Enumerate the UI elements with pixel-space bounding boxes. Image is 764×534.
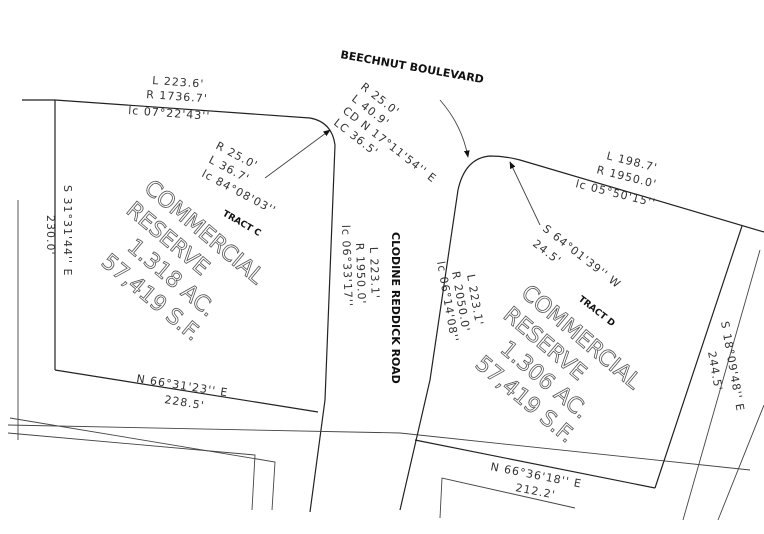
tract-d-east-line (654, 225, 743, 489)
tract-c-top-L: L 223.6' (152, 74, 205, 91)
tract-c-east-lc: lc 06°33'17'' (339, 225, 355, 308)
tract-c-top-lc: lc 07°22'43'' (128, 104, 211, 123)
reference-line (7, 424, 751, 471)
tract-c-south-line (54, 369, 319, 413)
lot-line-sw-1 (9, 417, 276, 511)
tract-c-top-R: R 1736.7' (146, 88, 208, 105)
leader-arrow-tract-c (264, 129, 331, 179)
outer-east-line-2 (717, 404, 764, 521)
tract-d-south-line (414, 439, 656, 489)
tract-d-east-bearing: S 18°09'48'' E (718, 320, 747, 412)
tract-c-south-distance: 228.5' (164, 393, 206, 412)
tract-d-east-distance: 244.5' (705, 350, 725, 392)
leader-arrow-tract-d-curve (439, 99, 470, 158)
lot-line-se (439, 477, 576, 519)
tract-c-east-R: R 1950.0' (353, 243, 368, 305)
outer-east-line-1 (682, 249, 761, 521)
tract-c-boundary (22, 99, 336, 513)
tract-c-east-L: L 223.1' (367, 247, 382, 300)
tract-d-boundary (399, 155, 764, 511)
tract-c-west-distance: 230.0' (44, 215, 57, 256)
lot-line-sw-2 (7, 432, 256, 511)
tract-c-west-bearing: S 31°31'44'' E (61, 185, 74, 277)
road-label-beechnut: BEECHNUT BOULEVARD (339, 48, 484, 86)
leader-arrow-tract-d-bearing (509, 161, 541, 226)
road-label-clodine: CLODINE REDDICK ROAD (389, 232, 402, 384)
